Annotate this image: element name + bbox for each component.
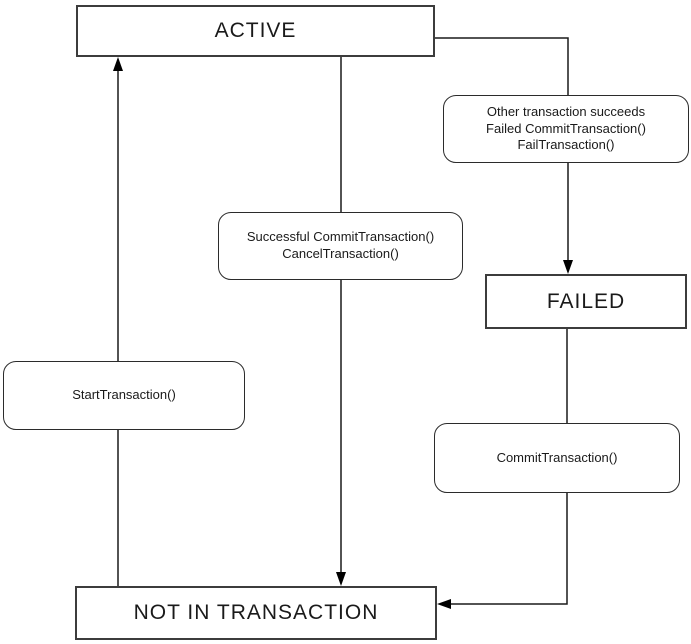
state-active-label: ACTIVE	[214, 19, 297, 42]
state-active: ACTIVE	[76, 5, 435, 57]
transition-label-line: CommitTransaction()	[496, 449, 618, 465]
state-not-in-transaction-label: NOT IN TRANSACTION	[133, 601, 379, 624]
arrowhead-down-into-not-in-transaction	[336, 572, 346, 586]
state-not-in-transaction: NOT IN TRANSACTION	[75, 586, 437, 640]
connector-failed-to-not-in-transaction	[440, 329, 568, 605]
transition-label-failed-to-not-in-transaction: CommitTransaction()	[434, 423, 680, 493]
transition-label-line: FailTransaction()	[517, 137, 615, 153]
state-failed: FAILED	[485, 274, 687, 329]
arrowhead-left-into-not-in-transaction	[437, 599, 451, 609]
connector-active-to-failed	[435, 37, 569, 271]
transition-label-line: Failed CommitTransaction()	[486, 120, 646, 136]
transition-label-active-to-not-in-transaction: Successful CommitTransaction() CancelTra…	[218, 212, 463, 280]
arrowhead-up-into-active	[113, 57, 123, 71]
arrowhead-down-into-failed	[563, 260, 573, 274]
transition-label-line: Successful CommitTransaction()	[246, 229, 435, 245]
transition-label-line: Other transaction succeeds	[486, 104, 646, 120]
state-failed-label: FAILED	[546, 289, 626, 313]
transition-label-not-in-transaction-to-active: StartTransaction()	[3, 361, 245, 430]
transition-label-line: StartTransaction()	[72, 387, 176, 403]
transition-label-active-to-failed: Other transaction succeeds Failed Commit…	[443, 95, 689, 163]
transition-label-line: CancelTransaction()	[282, 246, 399, 261]
